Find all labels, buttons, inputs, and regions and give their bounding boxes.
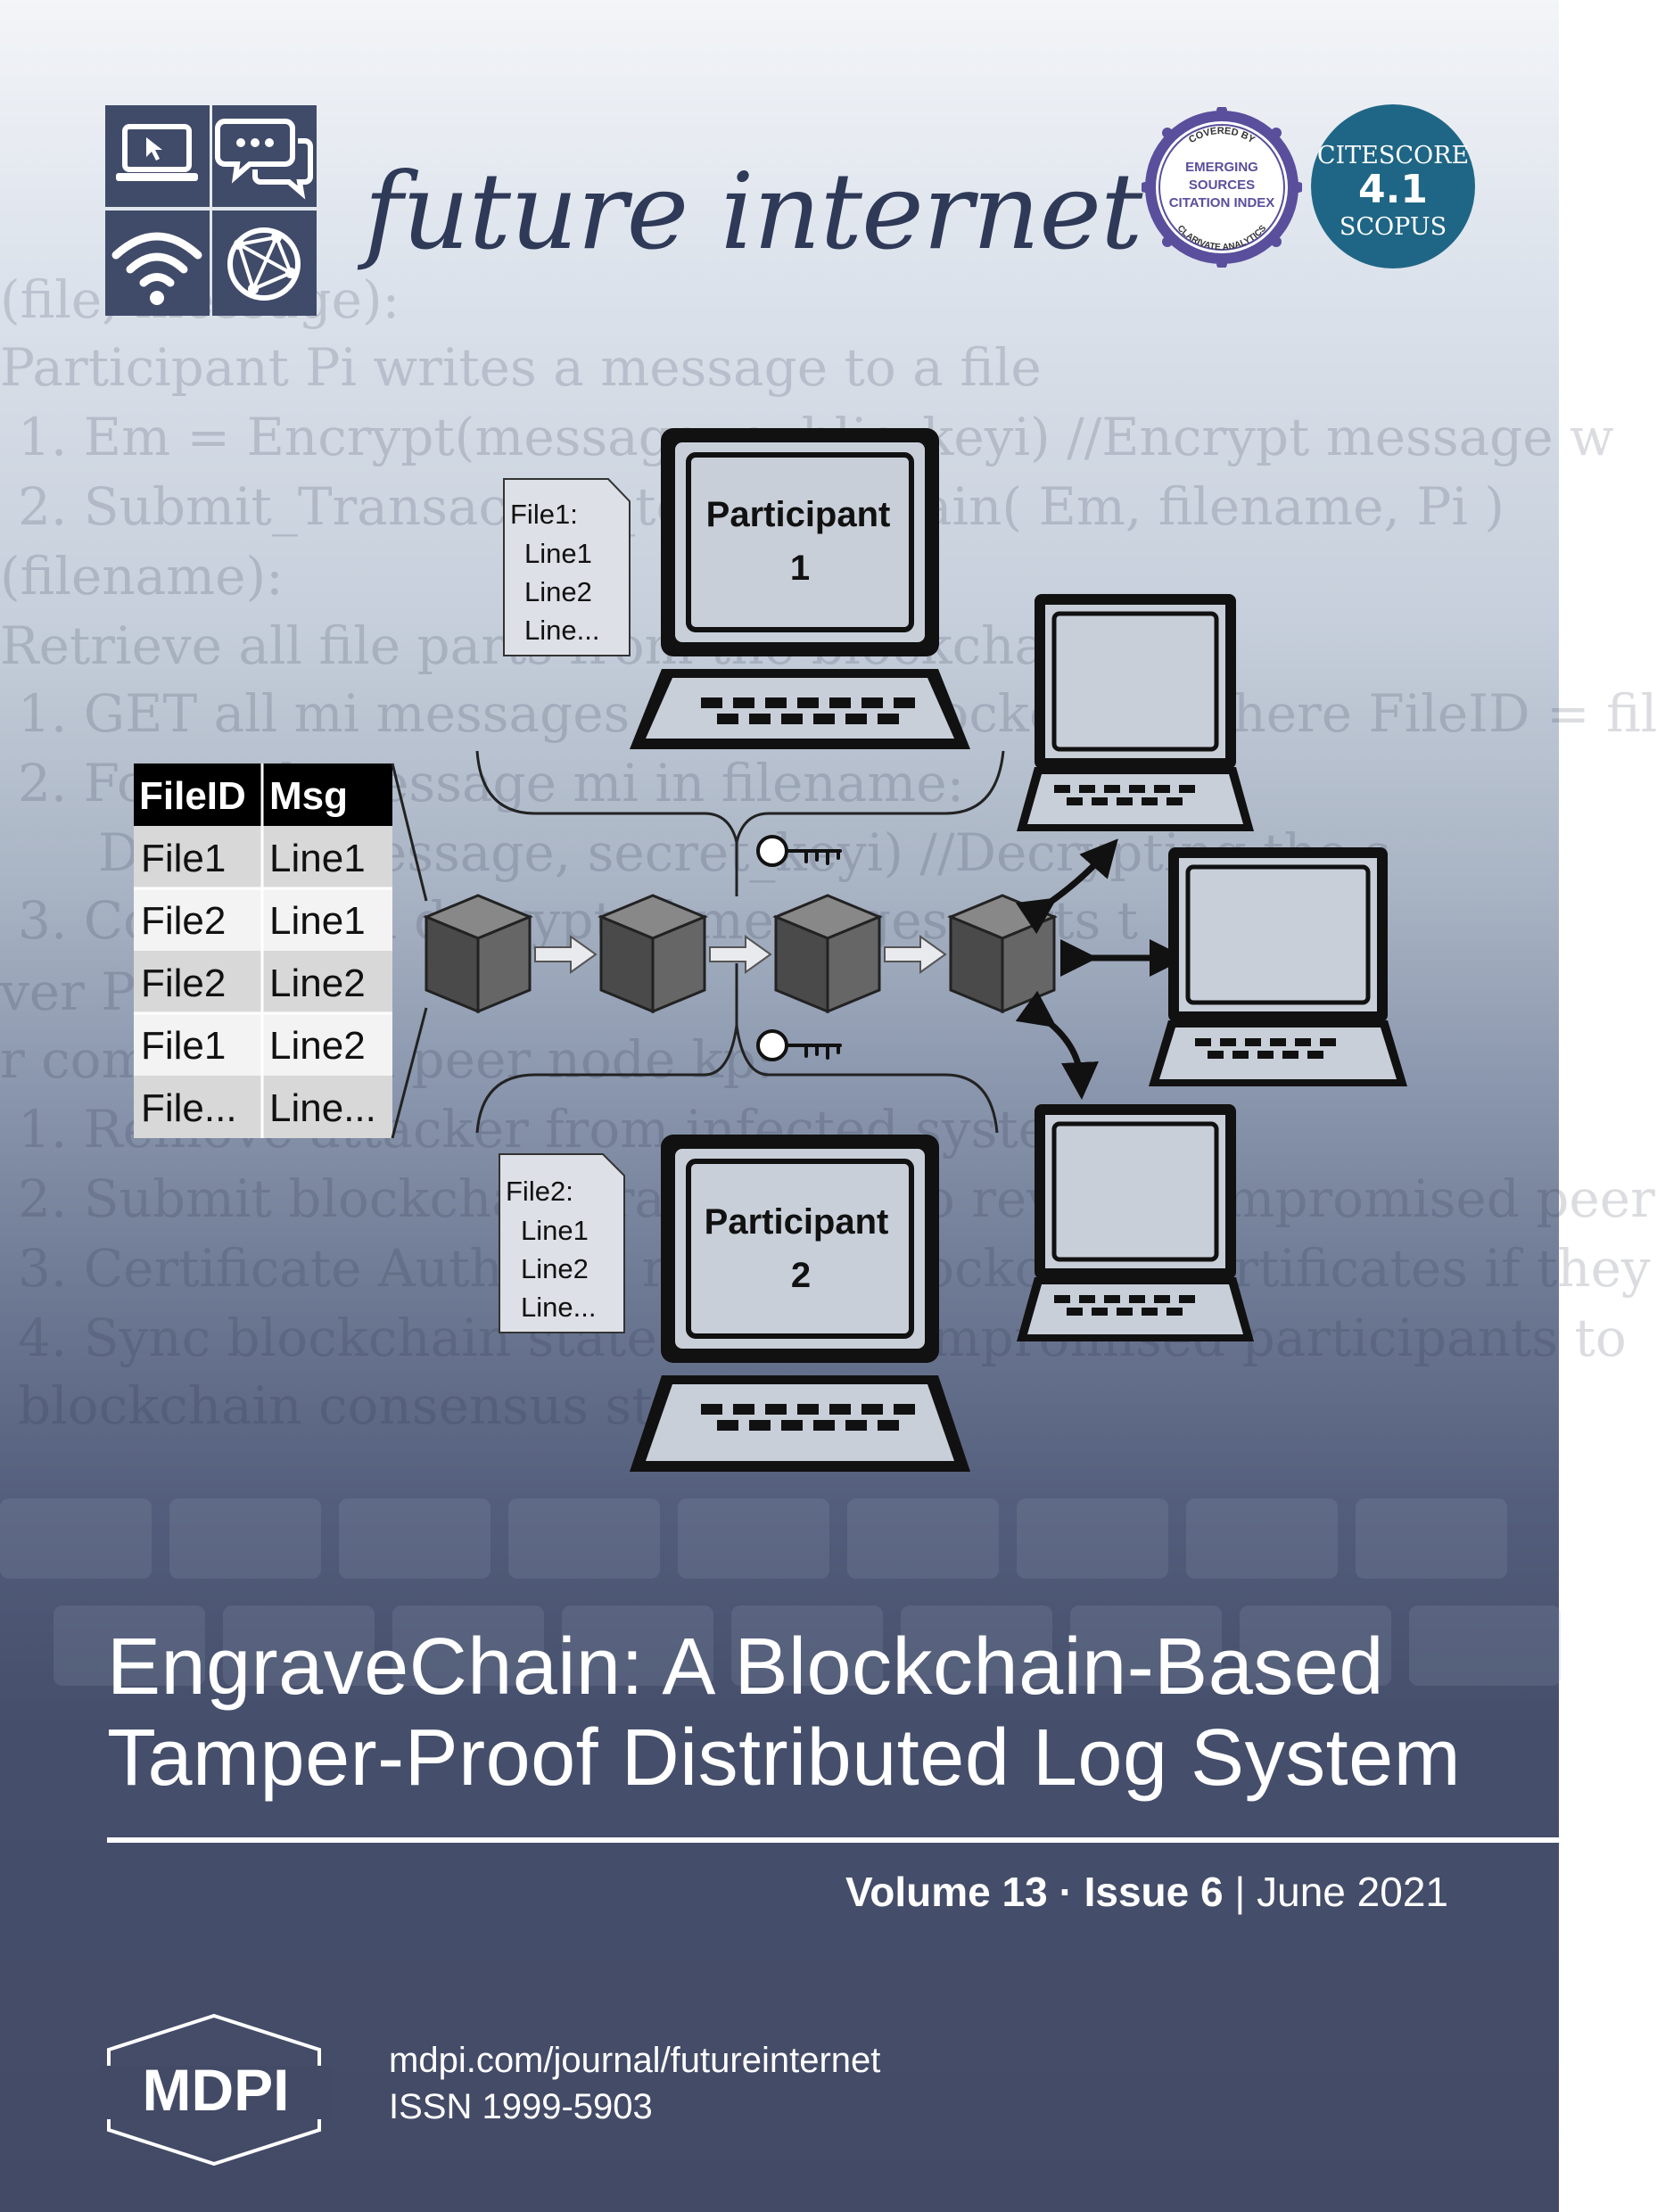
citescore-label: CITESCORE (1316, 142, 1470, 169)
file2-note: File2: Line1 Line2 Line... (499, 1153, 625, 1333)
peer-computer (1017, 594, 1254, 831)
table-cell: File2 (141, 962, 226, 1005)
file2-line: Line2 (521, 1253, 589, 1284)
volume-label: Volume 13 (845, 1869, 1048, 1915)
participant2-computer: Participant 2 (630, 1135, 970, 1472)
participant2-bracket (475, 963, 999, 1134)
file2-line: Line1 (521, 1215, 589, 1246)
chain-arrow (709, 935, 772, 974)
table-cell: Line2 (269, 1024, 366, 1068)
participant1-bracket (475, 750, 1005, 896)
table-cell: Line2 (269, 962, 366, 1005)
block-cube (423, 894, 533, 1014)
issue-date: June 2021 (1257, 1869, 1448, 1915)
citescore-badge: CITESCORE 4.1 SCOPUS (1311, 104, 1475, 268)
file2-title: File2: (506, 1176, 573, 1207)
esci-line3: CITATION INDEX (1169, 195, 1275, 210)
file1-line: Line2 (524, 576, 592, 607)
mdpi-logo-text: MDPI (143, 2057, 290, 2123)
issue-label: Issue 6 (1084, 1869, 1224, 1915)
issue-separator: · (1047, 1869, 1084, 1915)
participant1-number: 1 (790, 549, 810, 588)
table-cell: File1 (141, 837, 226, 880)
wifi-icon (105, 210, 210, 316)
file1-line: Line1 (524, 538, 592, 569)
blockchain-blocks (423, 894, 1058, 1014)
participant1-computer: Participant 1 (630, 428, 970, 749)
esci-line2: SOURCES (1189, 177, 1255, 193)
table-cell: Line1 (269, 899, 366, 943)
key-icon (756, 835, 842, 867)
table-header-msg: Msg (269, 774, 348, 818)
file-message-table: FileID Msg File1 Line1 File2 Line1 File2… (134, 763, 392, 1138)
esci-line1: EMERGING (1185, 160, 1258, 175)
peer-computer (1149, 847, 1407, 1086)
table-cell: Line... (269, 1086, 376, 1130)
title-divider (107, 1837, 1559, 1843)
peer-computer (1017, 1104, 1254, 1341)
citescore-source: SCOPUS (1339, 213, 1447, 241)
block-cube (947, 894, 1058, 1014)
esci-badge: COVERED BY EMERGING SOURCES CITATION IND… (1142, 107, 1302, 268)
issue-info: Volume 13 · Issue 6 | June 2021 (845, 1868, 1448, 1916)
citescore-value: 4.1 (1358, 167, 1428, 212)
article-title: EngraveChain: A Blockchain-Based Tamper-… (107, 1622, 1498, 1803)
file1-line: Line... (524, 615, 599, 646)
article-title-line1: EngraveChain: A Blockchain-Based (107, 1622, 1384, 1712)
participant2-number: 2 (791, 1256, 811, 1295)
table-header-fileid: FileID (139, 774, 246, 818)
table-cell: File2 (141, 899, 226, 943)
block-cube (598, 894, 708, 1014)
file2-line: Line... (521, 1292, 596, 1323)
laptop-icon (105, 105, 210, 207)
participant2-label: Participant (705, 1202, 889, 1242)
table-cell: Line1 (269, 837, 366, 880)
table-cell: File... (141, 1086, 237, 1130)
table-cell: File1 (141, 1024, 226, 1068)
peer-arrows (1015, 838, 1187, 1100)
file1-title: File1: (510, 499, 578, 530)
globe-network-icon (212, 210, 317, 316)
key-icon (756, 1029, 842, 1061)
article-title-line2: Tamper-Proof Distributed Log System (107, 1713, 1462, 1803)
journal-title: future internet (364, 150, 1142, 273)
chat-icon (212, 105, 317, 207)
block-cube (772, 894, 883, 1014)
issn-number: ISSN 1999-5903 (389, 2087, 653, 2126)
file1-note: File1: Line1 Line2 Line... (503, 478, 631, 656)
journal-url[interactable]: mdpi.com/journal/futureinternet (389, 2041, 881, 2080)
mdpi-logo: MDPI (100, 2013, 332, 2167)
chain-arrow (534, 935, 598, 974)
participant1-label: Participant (706, 495, 891, 534)
chain-arrow (884, 935, 947, 974)
issue-divider: | (1223, 1869, 1257, 1915)
table-connector-lines (391, 763, 428, 1139)
blockchain-diagram: FileID Msg File1 Line1 File2 Line1 File2… (134, 428, 1407, 1472)
